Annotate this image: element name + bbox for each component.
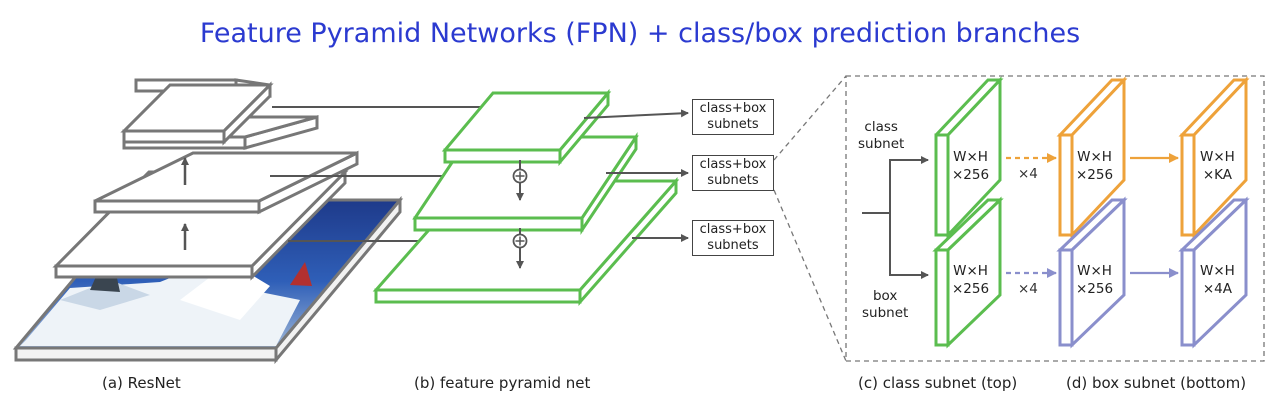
zoom-lines	[773, 75, 1265, 362]
class-map-1-label: W×H ×256	[952, 149, 990, 183]
box-repeat-label: ×4	[1018, 281, 1038, 297]
subnet-box-2: class+box subnets	[692, 155, 774, 191]
caption-resnet: (a) ResNet	[102, 374, 181, 392]
caption-box-subnet: (d) box subnet (bottom)	[1066, 374, 1247, 392]
class-map-2	[1056, 76, 1128, 239]
box-map-out	[1178, 196, 1250, 349]
resnet-level-2	[93, 150, 359, 215]
merge-node-2	[512, 233, 528, 249]
resnet-level-4	[120, 78, 274, 146]
box-map-2-label: W×H ×256	[1076, 263, 1114, 297]
branch-split	[862, 156, 929, 279]
diagram-title: Feature Pyramid Networks (FPN) + class/b…	[199, 18, 1081, 49]
class-map-out	[1178, 76, 1250, 239]
merge-node-1	[512, 168, 528, 184]
box-subnet-label: box subnet	[862, 288, 909, 321]
caption-class-subnet: (c) class subnet (top)	[858, 374, 1018, 392]
box-map-out-label: W×H ×4A	[1200, 263, 1235, 297]
subnet-box-1: class+box subnets	[692, 99, 774, 135]
box-map-1-label: W×H ×256	[952, 263, 990, 297]
fpn-stack	[372, 88, 680, 306]
box-map-2	[1056, 196, 1128, 349]
class-map-2-label: W×H ×256	[1076, 149, 1114, 183]
caption-fpn: (b) feature pyramid net	[414, 374, 591, 392]
class-map-1	[934, 76, 1004, 239]
subnet-box-3: class+box subnets	[692, 220, 774, 256]
resnet-stack	[12, 78, 404, 365]
box-map-1	[932, 196, 1004, 349]
class-repeat-label: ×4	[1018, 166, 1038, 182]
class-map-out-label: W×H ×KA	[1200, 149, 1235, 183]
fpn-to-subnets	[583, 109, 689, 242]
fpn-level-top	[441, 88, 612, 167]
class-subnet-label: class subnet	[858, 119, 905, 152]
